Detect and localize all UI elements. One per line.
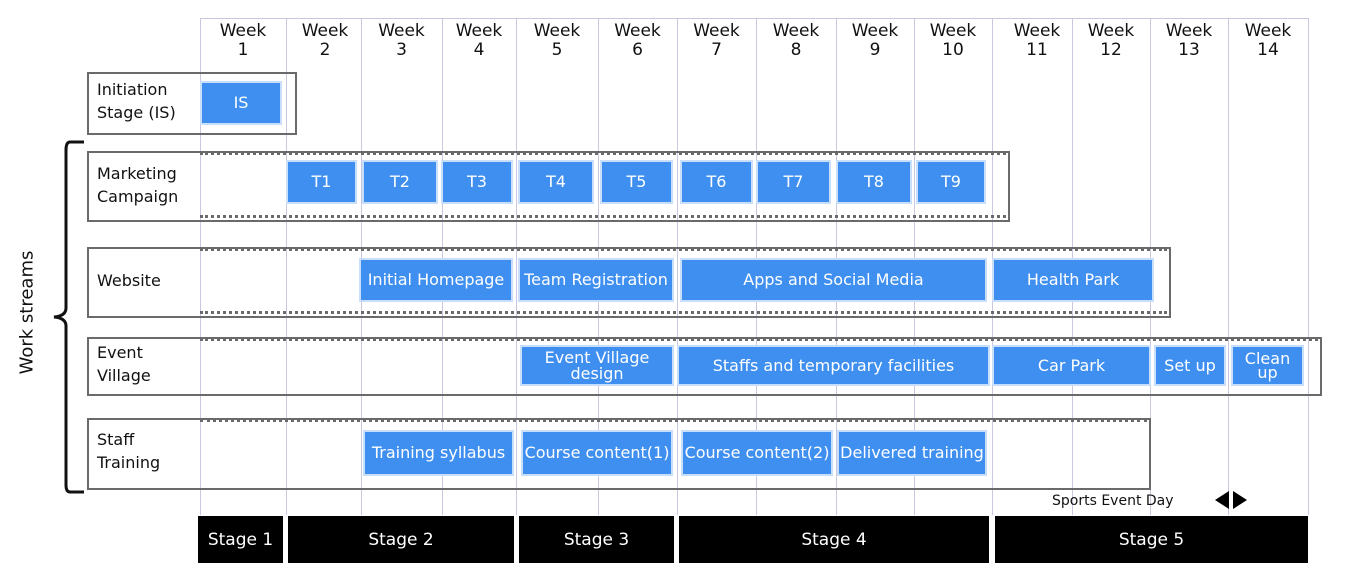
grid-top-line [200, 18, 1308, 19]
row-divider [200, 248, 1167, 251]
task-t7: T7 [758, 162, 829, 202]
task-delivered-training: Delivered training [839, 432, 985, 474]
task-t2: T2 [364, 162, 436, 202]
task-staffs-facilities: Staffs and temporary facilities [679, 347, 988, 384]
task-is: IS [202, 83, 280, 123]
task-label-line: up [1257, 362, 1278, 382]
grid-line [1228, 18, 1229, 515]
task-t5: T5 [602, 162, 671, 202]
row-divider [200, 419, 1147, 422]
row-initiation [87, 72, 297, 135]
task-set-up: Set up [1156, 347, 1224, 384]
task-training-syllabus: Training syllabus [365, 432, 512, 474]
work-streams-label: Work streams [16, 250, 38, 375]
task-apps-social-media: Apps and Social Media [682, 260, 985, 300]
task-t3: T3 [443, 162, 511, 202]
grid-line [992, 18, 993, 515]
row-divider [200, 215, 1006, 218]
task-t9: T9 [918, 162, 984, 202]
grid-line [516, 18, 517, 515]
task-car-park: Car Park [994, 347, 1149, 384]
task-clean-up: Clean up [1233, 347, 1302, 384]
grid-line [200, 18, 201, 515]
stage-1: Stage 1 [198, 516, 283, 563]
stage-5: Stage 5 [995, 516, 1308, 563]
grid-line [677, 18, 678, 515]
row-divider [200, 338, 1318, 341]
task-initial-homepage: Initial Homepage [361, 260, 511, 300]
task-t1: T1 [288, 162, 355, 202]
stage-3: Stage 3 [519, 516, 674, 563]
work-streams-brace [53, 140, 84, 494]
row-divider [200, 311, 1167, 314]
sports-event-day-label: Sports Event Day [1052, 493, 1174, 509]
stage-4: Stage 4 [679, 516, 989, 563]
task-t6: T6 [682, 162, 751, 202]
row-label-website: Website [97, 271, 161, 290]
grid-line [286, 18, 287, 515]
task-course-content-2: Course content(2) [683, 432, 831, 474]
double-arrow-icon [1215, 491, 1247, 509]
task-label-line: design [570, 363, 624, 383]
task-course-content-1: Course content(1) [523, 432, 671, 474]
task-event-village-design: Event Village design [522, 347, 672, 384]
task-label-line: Event Village [544, 347, 650, 367]
grid-line [1308, 18, 1309, 515]
task-health-park: Health Park [994, 260, 1152, 300]
row-divider [200, 152, 1006, 155]
task-t4: T4 [520, 162, 592, 202]
stage-2: Stage 2 [288, 516, 514, 563]
task-team-registration: Team Registration [520, 260, 672, 300]
task-label-line: Clean [1244, 348, 1291, 368]
task-t8: T8 [838, 162, 910, 202]
